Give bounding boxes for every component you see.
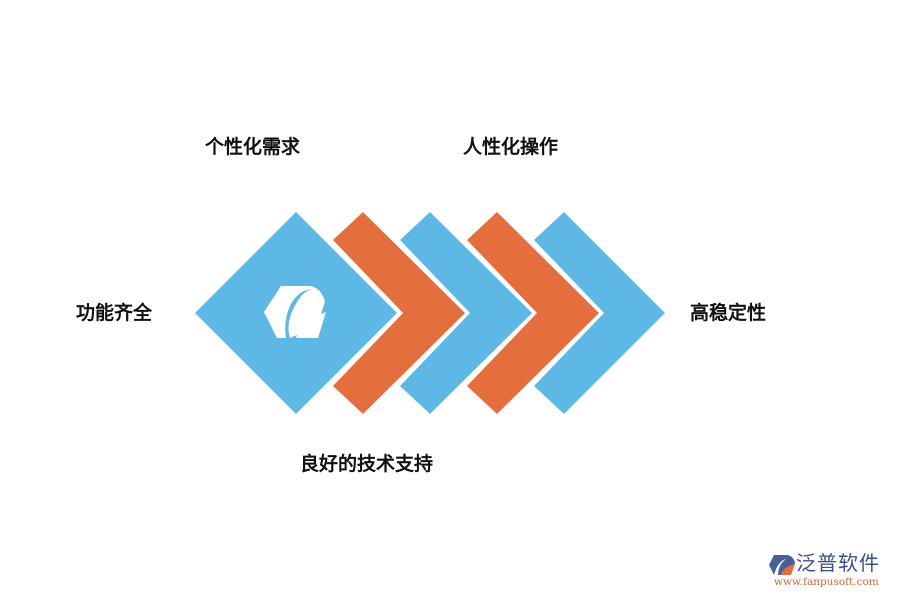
chevron-1 (333, 212, 465, 414)
label-complete-features: 功能齐全 (76, 302, 153, 324)
chevron-4 (534, 212, 665, 414)
label-humanized-operation: 人性化操作 (463, 136, 559, 158)
chevron-2 (400, 212, 532, 414)
chevron-3 (467, 212, 599, 414)
label-tech-support: 良好的技术支持 (300, 453, 434, 475)
label-personalized-needs: 个性化需求 (205, 136, 301, 158)
fanpu-logo-icon (264, 286, 326, 338)
watermark-brand: 泛普软件 (796, 551, 880, 575)
watermark-url: www.fanpusoft.com (774, 576, 879, 588)
label-high-stability: 高稳定性 (690, 302, 767, 324)
watermark-logo: 泛普软件 www.fanpusoft.com (766, 551, 892, 593)
fanpu-logo-icon (769, 555, 795, 575)
